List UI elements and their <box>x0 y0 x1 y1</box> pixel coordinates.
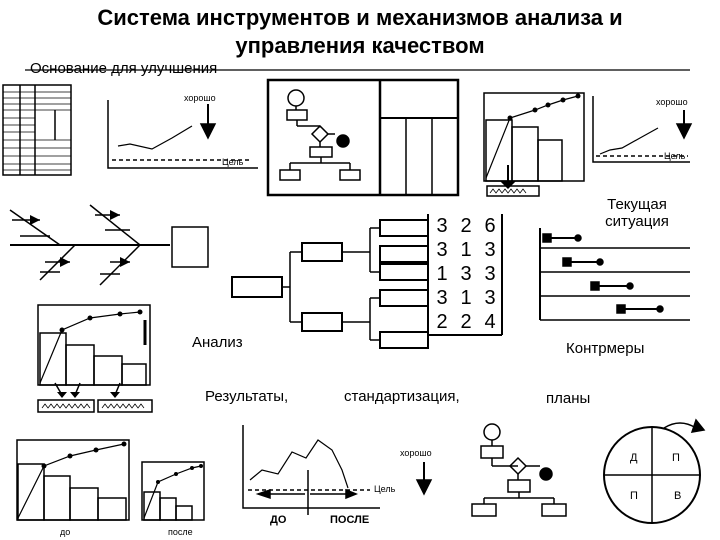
analysis-label: Анализ <box>192 334 243 351</box>
fishbone-diagram <box>9 204 209 286</box>
matrix-cell: 3 <box>484 287 496 309</box>
matrix-cell: 1 <box>460 287 472 309</box>
matrix-cell: 3 <box>484 239 496 261</box>
run-chart-2 <box>592 96 693 163</box>
matrix-cell: 1 <box>460 239 472 261</box>
good-label-1: хорошо <box>184 93 216 103</box>
title-line-2: управления качеством <box>235 33 485 58</box>
matrix-cell: 2 <box>460 311 472 333</box>
pdca-plan-label: П <box>672 452 680 464</box>
matrix-cell: 3 <box>484 263 496 285</box>
good-label-2: хорошо <box>656 97 688 107</box>
gantt-chart <box>539 228 690 321</box>
pdca-check-label: П <box>630 490 638 502</box>
pdca-do-label: Д <box>630 452 638 464</box>
process-flowchart-frame <box>266 78 460 197</box>
countermeasures-label: Контрмеры <box>566 340 645 357</box>
pdca-cycle <box>603 418 706 524</box>
current-situation-label: Текущая ситуация <box>605 196 669 230</box>
pareto-after-chart <box>141 461 205 521</box>
good-label-3: хорошо <box>400 448 432 458</box>
matrix-cell: 2 <box>460 215 472 237</box>
pareto-chart-2 <box>37 304 153 413</box>
standardization-label: стандартизация, <box>344 388 460 405</box>
pareto-chart-1 <box>483 92 585 197</box>
before-after-run-chart <box>242 425 433 515</box>
target-label-1: Цель <box>222 157 244 167</box>
target-label-3: Цель <box>374 484 396 494</box>
standard-flowchart <box>471 423 567 517</box>
plans-label: планы <box>546 390 591 407</box>
title-line-1: Система инструментов и механизмов анализ… <box>97 5 623 30</box>
results-label: Результаты, <box>205 388 289 405</box>
page-title: Система инструментов и механизмов анализ… <box>0 4 720 60</box>
tree-diagram <box>231 214 503 349</box>
matrix-cell: 3 <box>460 263 472 285</box>
matrix-cell: 4 <box>484 311 496 333</box>
before-small-label: до <box>60 527 71 537</box>
after-label: ПОСЛЕ <box>330 514 370 526</box>
basis-label: Основание для улучшения <box>30 60 218 77</box>
before-label: ДО <box>270 514 287 526</box>
matrix-cell: 1 <box>436 263 448 285</box>
matrix-cell: 3 <box>436 239 448 261</box>
matrix-cell: 3 <box>436 287 448 309</box>
matrix-cell: 6 <box>484 215 496 237</box>
matrix-cell: 3 <box>436 215 448 237</box>
after-small-label: после <box>168 527 193 537</box>
pareto-before-chart <box>16 439 130 521</box>
pdca-act-label: В <box>674 490 682 502</box>
matrix-cell: 2 <box>436 311 448 333</box>
run-chart-1 <box>107 100 258 169</box>
check-sheet <box>2 84 72 176</box>
